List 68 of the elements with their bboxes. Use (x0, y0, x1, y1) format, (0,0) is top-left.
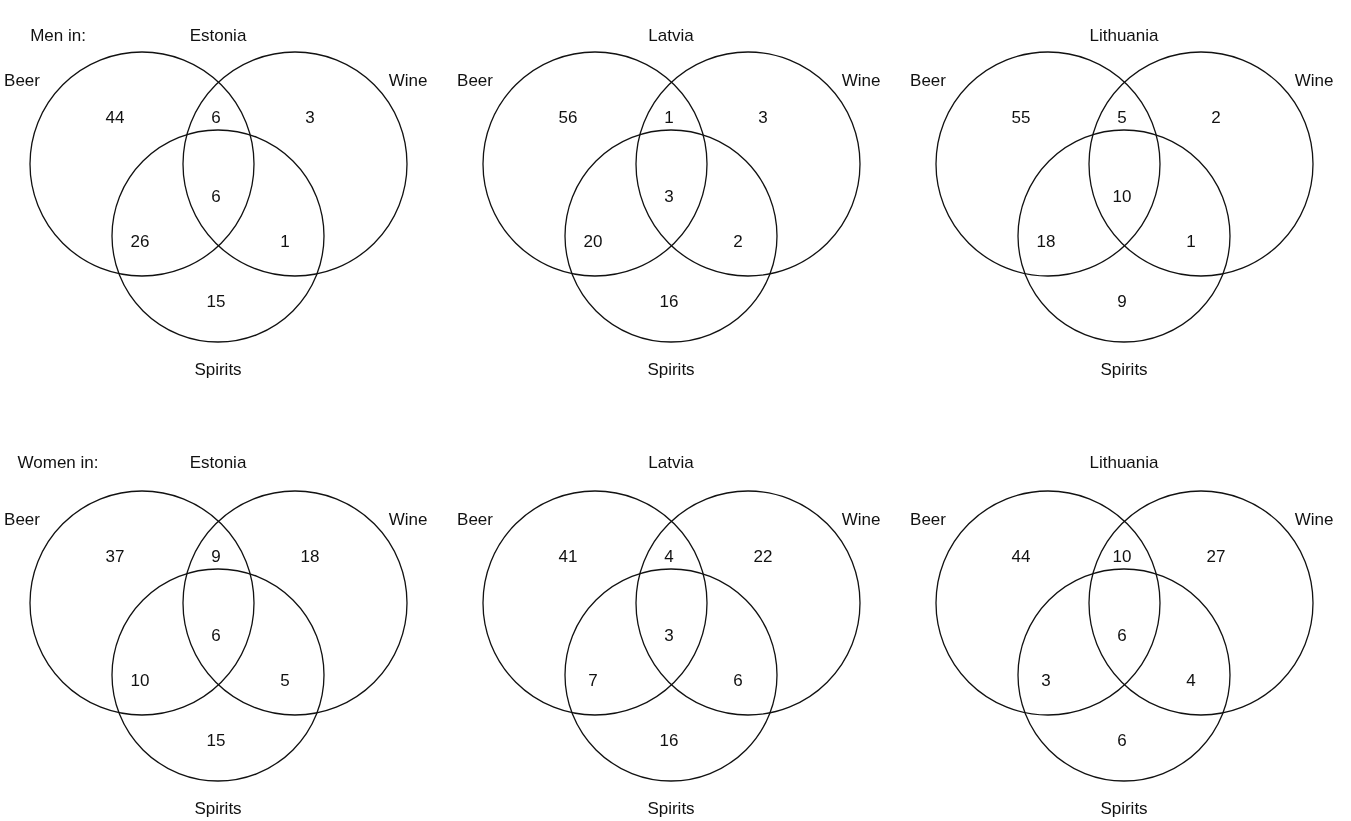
region-count: 18 (300, 547, 320, 565)
set-label: Spirits (1100, 360, 1148, 378)
country-label: Latvia (648, 453, 694, 471)
region-count: 3 (305, 108, 315, 126)
region-count: 10 (130, 671, 150, 689)
region-count: 7 (588, 671, 598, 689)
set-label: Spirits (194, 360, 242, 378)
set-label: Beer (4, 510, 40, 528)
set-label: Beer (910, 71, 946, 89)
region-count: 3 (664, 187, 674, 205)
region-count: 4 (1186, 671, 1196, 689)
region-count: 22 (753, 547, 773, 565)
country-label: Estonia (189, 26, 247, 44)
region-count: 3 (1041, 671, 1051, 689)
row-heading: Women in: (17, 453, 99, 471)
region-count: 3 (664, 626, 674, 644)
region-count: 55 (1011, 108, 1031, 126)
set-label: Beer (457, 71, 493, 89)
region-count: 6 (211, 626, 221, 644)
region-count: 26 (130, 232, 150, 250)
region-count: 16 (659, 731, 679, 749)
region-count: 4 (664, 547, 674, 565)
region-count: 6 (1117, 626, 1127, 644)
set-label: Spirits (647, 360, 695, 378)
region-count: 9 (211, 547, 221, 565)
country-label: Lithuania (1089, 453, 1159, 471)
region-count: 27 (1206, 547, 1226, 565)
region-count: 20 (583, 232, 603, 250)
region-count: 2 (733, 232, 743, 250)
set-label: Beer (457, 510, 493, 528)
row-heading: Men in: (30, 26, 86, 44)
region-count: 6 (211, 108, 221, 126)
set-label: Spirits (647, 799, 695, 817)
region-count: 15 (206, 292, 226, 310)
region-count: 2 (1211, 108, 1221, 126)
set-label: Beer (910, 510, 946, 528)
region-count: 56 (558, 108, 578, 126)
region-count: 5 (1117, 108, 1127, 126)
set-label: Wine (388, 510, 428, 528)
set-label: Wine (388, 71, 428, 89)
region-count: 44 (1011, 547, 1031, 565)
region-count: 6 (733, 671, 743, 689)
set-label: Wine (841, 510, 881, 528)
set-label: Wine (1294, 71, 1334, 89)
set-label: Spirits (194, 799, 242, 817)
set-label: Beer (4, 71, 40, 89)
region-count: 1 (664, 108, 674, 126)
region-count: 10 (1112, 547, 1132, 565)
region-count: 41 (558, 547, 578, 565)
region-count: 18 (1036, 232, 1056, 250)
country-label: Estonia (189, 453, 247, 471)
region-count: 37 (105, 547, 125, 565)
region-count: 6 (211, 187, 221, 205)
set-label: Wine (1294, 510, 1334, 528)
region-count: 15 (206, 731, 226, 749)
region-count: 10 (1112, 187, 1132, 205)
region-count: 1 (1186, 232, 1196, 250)
region-count: 1 (280, 232, 290, 250)
set-label: Spirits (1100, 799, 1148, 817)
country-label: Latvia (648, 26, 694, 44)
region-count: 44 (105, 108, 125, 126)
region-count: 16 (659, 292, 679, 310)
region-count: 5 (280, 671, 290, 689)
region-count: 6 (1117, 731, 1127, 749)
region-count: 9 (1117, 292, 1127, 310)
region-count: 3 (758, 108, 768, 126)
country-label: Lithuania (1089, 26, 1159, 44)
set-label: Wine (841, 71, 881, 89)
